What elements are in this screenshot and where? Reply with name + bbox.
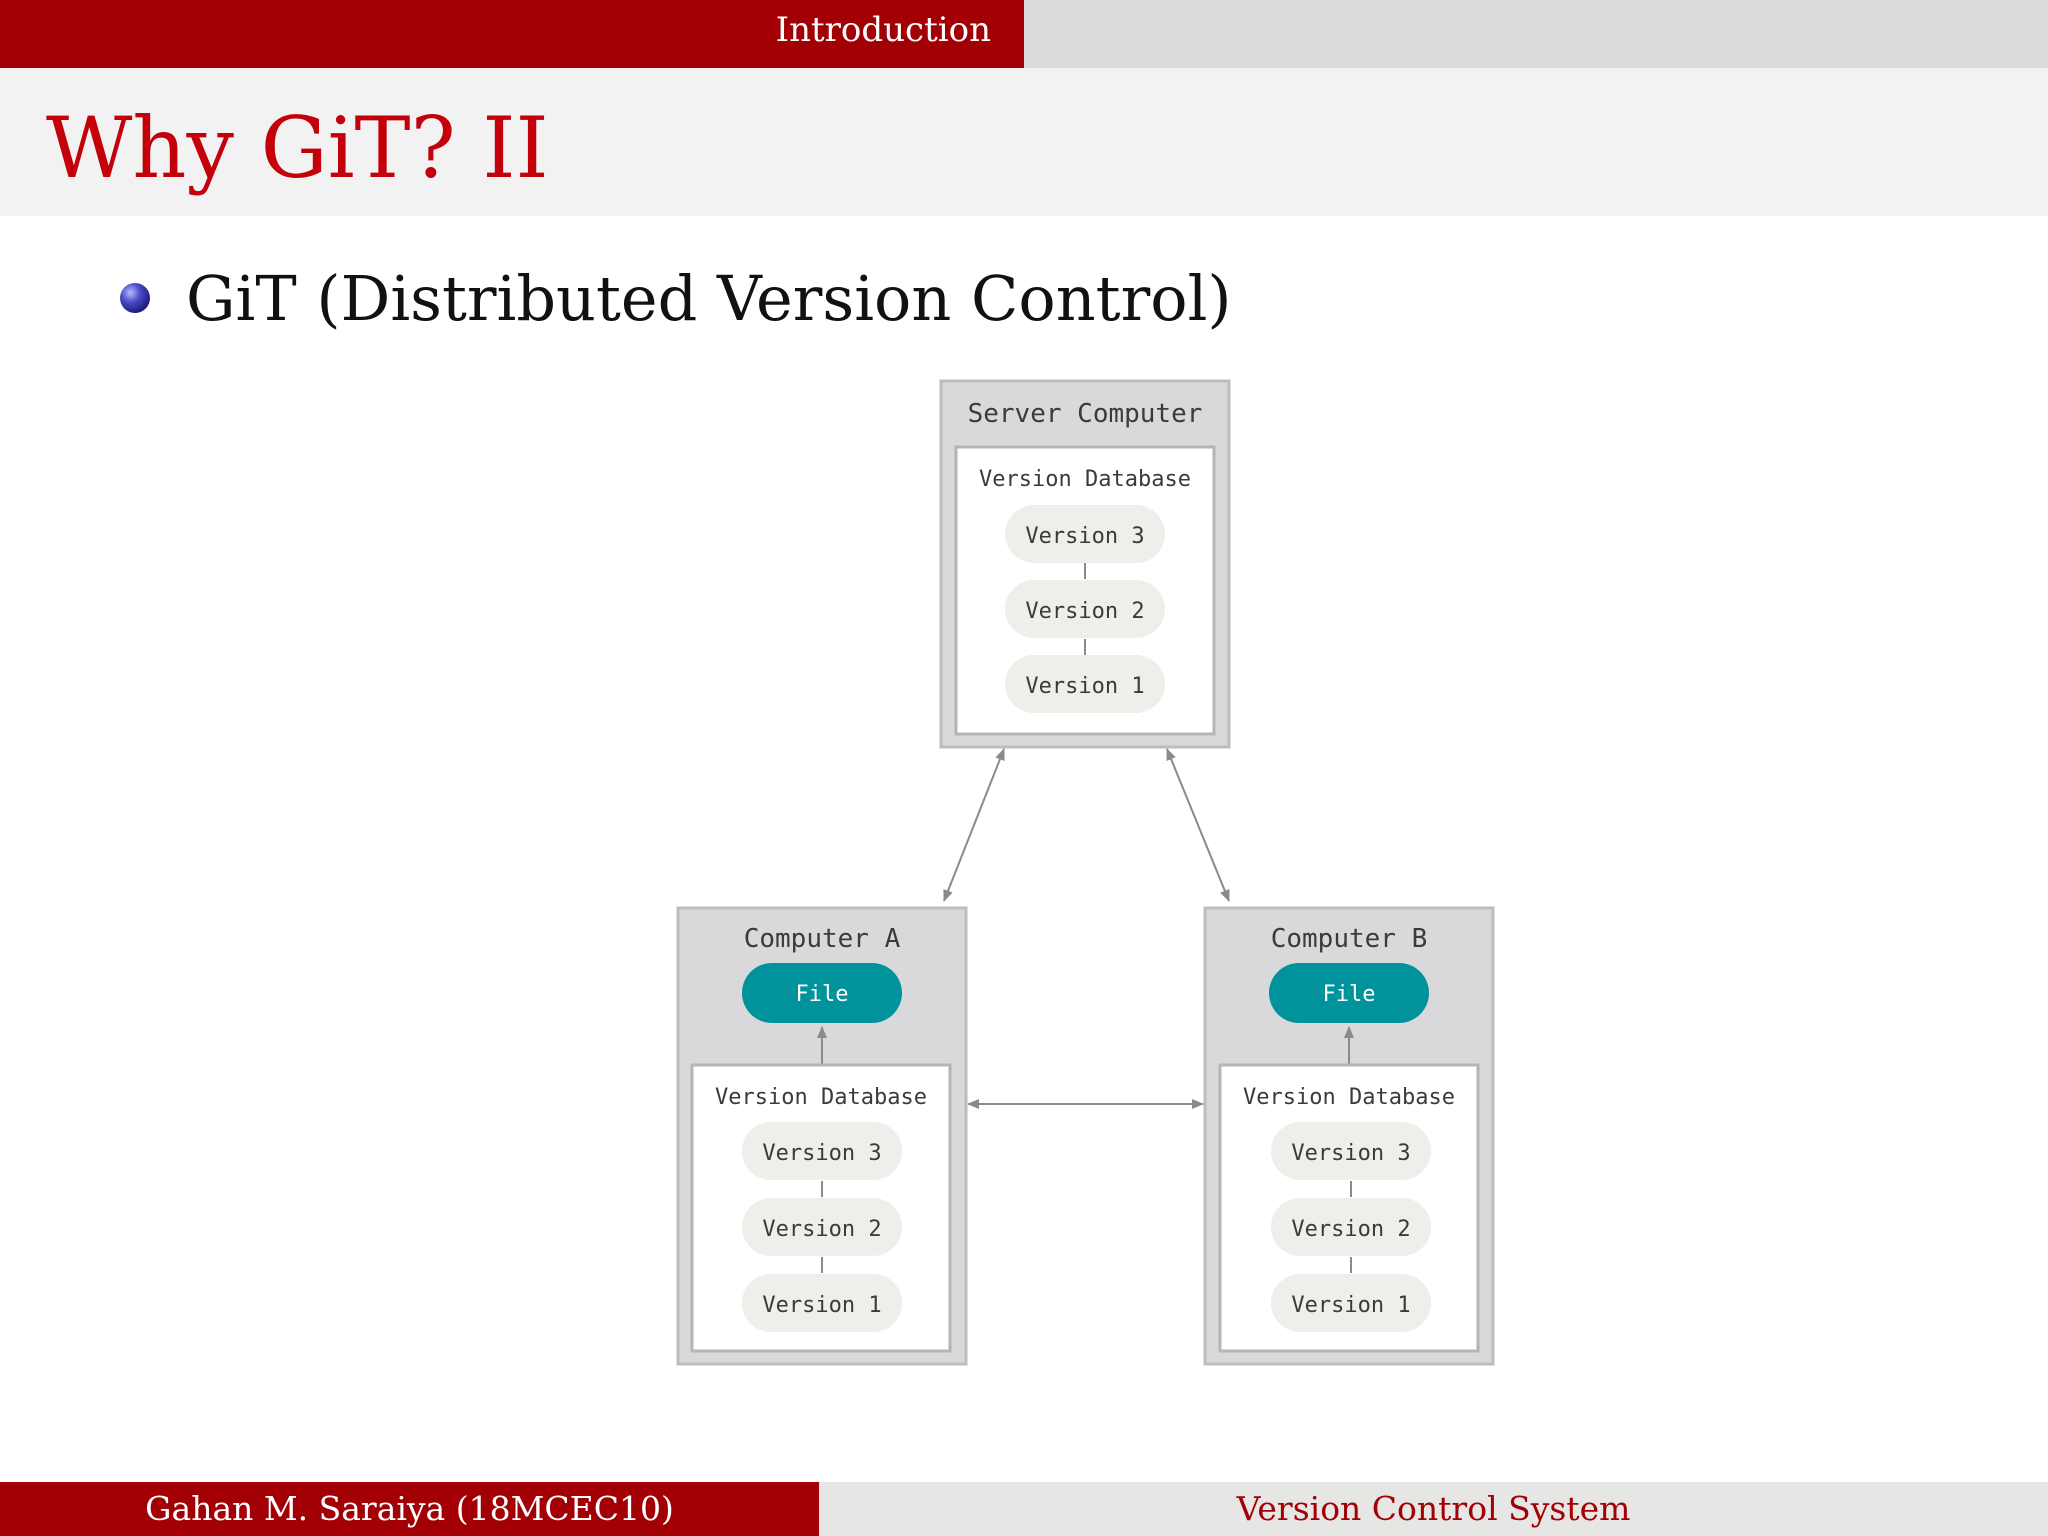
header-subsection-bar xyxy=(1024,0,2048,68)
frame-title: Why GiT? II xyxy=(46,99,549,197)
footer-author-bar: Gahan M. Saraiya (18MCEC10) xyxy=(0,1482,819,1536)
computer-b-label: Computer B xyxy=(1271,924,1428,954)
computer-b-version-3: Version 3 xyxy=(1271,1122,1431,1180)
computer-b-database-label: Version Database xyxy=(1243,1085,1455,1110)
version-label: Version 2 xyxy=(1025,599,1144,624)
server-database-label: Version Database xyxy=(979,467,1191,492)
version-label: Version 1 xyxy=(762,1293,881,1318)
header-section-bar: Introduction xyxy=(0,0,1024,68)
file-label: File xyxy=(796,982,849,1007)
server-version-database: Version Database Version 3 Version 2 Ver… xyxy=(954,445,1216,736)
ball-bullet-icon xyxy=(120,283,150,313)
computer-a-version-1: Version 1 xyxy=(742,1274,902,1332)
computer-a-file: File xyxy=(742,963,902,1023)
frame-title-band: Why GiT? II xyxy=(0,68,2048,216)
server-version-2: Version 2 xyxy=(1005,580,1165,638)
server-version-3: Version 3 xyxy=(1005,505,1165,563)
computer-b-file: File xyxy=(1269,963,1429,1023)
computer-a-label: Computer A xyxy=(744,924,901,954)
version-label: Version 2 xyxy=(762,1217,881,1242)
computer-a-box: Computer A File Version Database Version… xyxy=(676,906,968,1366)
footer-title: Version Control System xyxy=(1236,1489,1631,1528)
server-computer-label: Server Computer xyxy=(968,399,1203,429)
version-label: Version 3 xyxy=(762,1141,881,1166)
computer-b-box: Computer B File Version Database Version… xyxy=(1203,906,1495,1366)
computer-b-version-1: Version 1 xyxy=(1271,1274,1431,1332)
server-to-computer-b-arrow xyxy=(1166,748,1230,902)
bullet-text: GiT (Distributed Version Control) xyxy=(186,261,1232,335)
computer-a-version-database: Version Database Version 3 Version 2 Ver… xyxy=(690,1063,952,1353)
computer-a-database-label: Version Database xyxy=(715,1085,927,1110)
footer-author: Gahan M. Saraiya (18MCEC10) xyxy=(145,1489,674,1528)
version-label: Version 1 xyxy=(1025,674,1144,699)
bullet-item: GiT (Distributed Version Control) xyxy=(120,258,1232,338)
server-version-1: Version 1 xyxy=(1005,655,1165,713)
computer-b-version-database: Version Database Version 3 Version 2 Ver… xyxy=(1218,1063,1480,1353)
footer-title-bar: Version Control System xyxy=(819,1482,2048,1536)
computer-b-version-2: Version 2 xyxy=(1271,1198,1431,1256)
version-label: Version 3 xyxy=(1291,1141,1410,1166)
file-label: File xyxy=(1323,982,1376,1007)
computer-a-version-3: Version 3 xyxy=(742,1122,902,1180)
version-label: Version 1 xyxy=(1291,1293,1410,1318)
server-to-computer-a-arrow xyxy=(943,748,1005,902)
version-label: Version 2 xyxy=(1291,1217,1410,1242)
server-computer-box: Server Computer Version Database Version… xyxy=(939,379,1231,749)
computer-a-version-2: Version 2 xyxy=(742,1198,902,1256)
section-title: Introduction xyxy=(775,10,991,50)
version-label: Version 3 xyxy=(1025,524,1144,549)
